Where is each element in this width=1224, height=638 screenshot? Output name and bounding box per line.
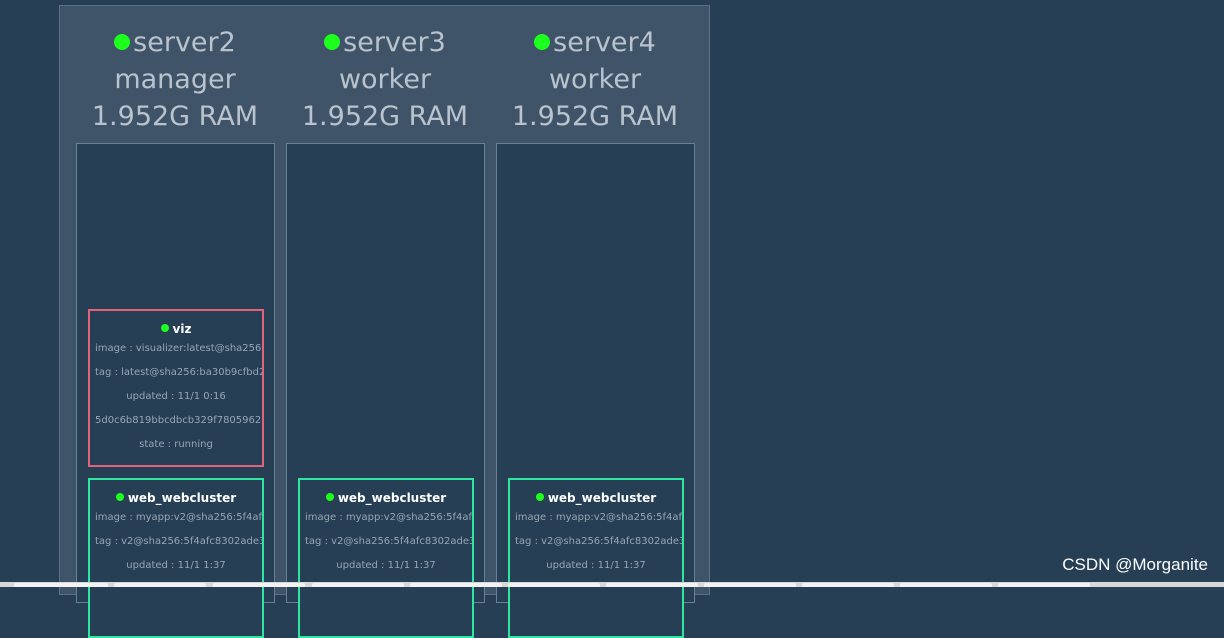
task-updated: updated : 11/1 1:37 xyxy=(126,560,226,571)
watermark: CSDN @Morganite xyxy=(1062,555,1208,574)
task-title: viz xyxy=(90,321,262,337)
task-image: image : myapp:v2@sha256:5f4afc8 xyxy=(305,512,474,523)
node-name: server2 xyxy=(70,24,280,61)
node-ram: 1.952G RAM xyxy=(91,101,259,132)
bottom-tab[interactable] xyxy=(213,583,305,587)
task-state: state : running xyxy=(139,439,213,450)
node-header-server4: server4 worker 1.952G RAM xyxy=(490,24,700,135)
task-tag: tag : v2@sha256:5f4afc8302ade31c xyxy=(305,536,474,547)
node-header-server2: server2 manager 1.952G RAM xyxy=(70,24,280,135)
task-image: image : myapp:v2@sha256:5f4afc8 xyxy=(95,512,264,523)
node-role: manager xyxy=(114,64,236,95)
bottom-tab[interactable] xyxy=(704,583,796,587)
bottom-tab[interactable] xyxy=(410,583,502,587)
bottom-tab[interactable] xyxy=(998,583,1090,587)
bottom-tab[interactable] xyxy=(14,583,108,587)
task-tag: tag : latest@sha256:ba30b9cfbd2a xyxy=(95,367,264,378)
bottom-tab[interactable] xyxy=(606,583,698,587)
bottom-tab[interactable] xyxy=(900,583,992,587)
node-role: worker xyxy=(548,64,642,95)
node-role: worker xyxy=(338,64,432,95)
status-dot-icon xyxy=(534,34,551,50)
status-dot-icon xyxy=(535,493,544,501)
task-updated: updated : 11/1 1:37 xyxy=(336,560,436,571)
node-ram: 1.952G RAM xyxy=(301,101,469,132)
swarm-cluster-panel: server2 manager 1.952G RAM viz image : v… xyxy=(59,5,710,638)
task-title: web_webcluster xyxy=(300,490,472,506)
node-ram: 1.952G RAM xyxy=(511,101,679,132)
status-dot-icon xyxy=(115,493,124,501)
task-card-web-webcluster[interactable]: web_webcluster image : myapp:v2@sha256:5… xyxy=(508,478,684,638)
node-header-server3: server3 worker 1.952G RAM xyxy=(280,24,490,135)
task-id: 5d0c6b819bbcdbcb329f780596218 xyxy=(95,415,264,426)
status-dot-icon xyxy=(114,34,131,50)
node-name: server4 xyxy=(490,24,700,61)
status-dot-icon xyxy=(324,34,341,50)
node-column-server3: web_webcluster image : myapp:v2@sha256:5… xyxy=(286,143,485,638)
task-updated: updated : 11/1 1:37 xyxy=(546,560,646,571)
task-title: web_webcluster xyxy=(510,490,682,506)
status-dot-icon xyxy=(325,493,334,501)
status-dot-icon xyxy=(160,324,169,332)
task-card-web-webcluster[interactable]: web_webcluster image : myapp:v2@sha256:5… xyxy=(88,478,264,638)
task-image: image : visualizer:latest@sha256:b xyxy=(95,343,264,354)
bottom-tab[interactable] xyxy=(114,583,206,587)
node-column-server2: viz image : visualizer:latest@sha256:b t… xyxy=(76,143,275,638)
task-updated: updated : 11/1 0:16 xyxy=(126,391,226,402)
task-tag: tag : v2@sha256:5f4afc8302ade31c xyxy=(95,536,264,547)
task-card-web-webcluster[interactable]: web_webcluster image : myapp:v2@sha256:5… xyxy=(298,478,474,638)
task-title: web_webcluster xyxy=(90,490,262,506)
bottom-tab[interactable] xyxy=(312,583,404,587)
task-image: image : myapp:v2@sha256:5f4afc8 xyxy=(515,512,684,523)
task-tag: tag : v2@sha256:5f4afc8302ade31c xyxy=(515,536,684,547)
node-column-server4: web_webcluster image : myapp:v2@sha256:5… xyxy=(496,143,695,638)
bottom-tab-strip xyxy=(0,582,1224,587)
node-name: server3 xyxy=(280,24,490,61)
task-card-viz[interactable]: viz image : visualizer:latest@sha256:b t… xyxy=(88,309,264,467)
bottom-tab[interactable] xyxy=(508,583,600,587)
bottom-tab[interactable] xyxy=(802,583,894,587)
